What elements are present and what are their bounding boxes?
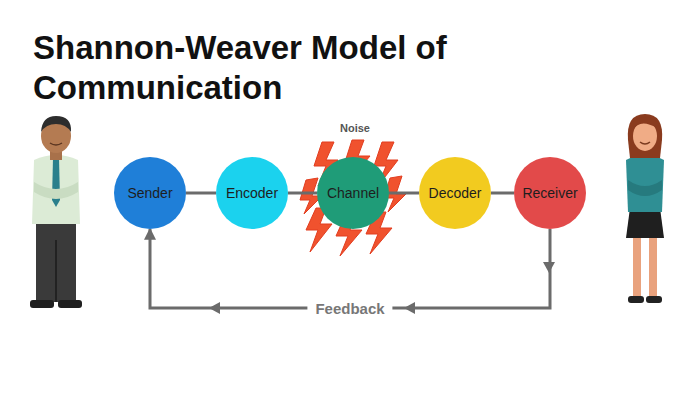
- node-label: Receiver: [522, 185, 577, 201]
- connector: [288, 192, 317, 195]
- connector: [150, 229, 550, 308]
- diagram-title: Shannon-Weaver Model of Communication: [33, 28, 495, 108]
- connector: [389, 192, 419, 195]
- process-circle: Encoder: [216, 157, 288, 229]
- node-label: Decoder: [429, 185, 482, 201]
- connector: [491, 192, 514, 195]
- noise-label: Noise: [340, 122, 370, 134]
- connector: [186, 192, 216, 195]
- node-label: Channel: [327, 185, 379, 201]
- sender-figure: [30, 116, 82, 308]
- edge-label: Feedback: [307, 300, 392, 317]
- node-label: Sender: [127, 185, 172, 201]
- process-circle: Decoder: [419, 157, 491, 229]
- process-circle: Channel: [317, 157, 389, 229]
- noise-lightning: [300, 140, 406, 256]
- node-label: Encoder: [226, 185, 278, 201]
- process-circle: Receiver: [514, 157, 586, 229]
- receiver-figure: [626, 114, 664, 303]
- process-circle: Sender: [114, 157, 186, 229]
